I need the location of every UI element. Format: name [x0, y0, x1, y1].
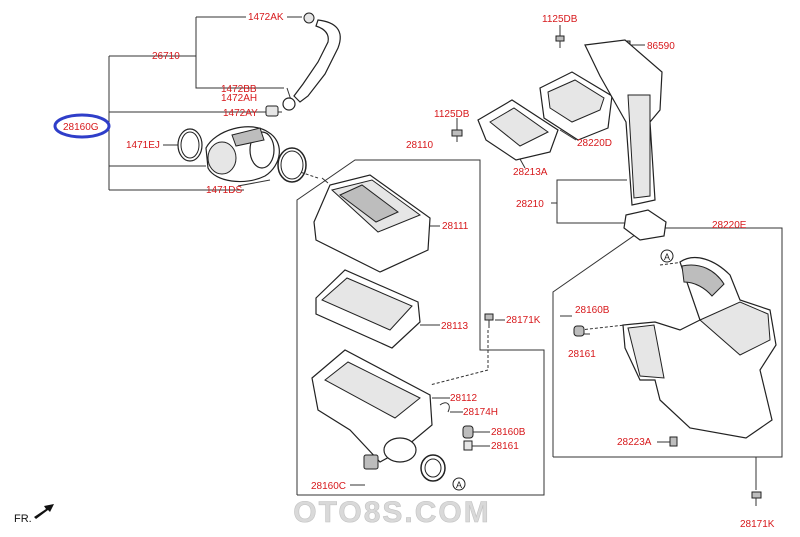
bracket-28213a: [477, 99, 559, 161]
clamp-1471ej: [177, 128, 203, 162]
label-28160c: 28160C: [311, 481, 346, 492]
leader-lines: [108, 16, 783, 496]
front-arrow-icon: [34, 504, 54, 519]
grommet-28160b-right: [573, 325, 585, 337]
reference-marker-a-upper: A: [660, 249, 674, 263]
label-28160b-right: 28160B: [575, 305, 610, 316]
label-28113: 28113: [441, 321, 469, 332]
label-1472ah: 1472AH: [221, 93, 257, 104]
case-28112: [311, 349, 433, 470]
label-28161-left: 28161: [491, 441, 519, 452]
front-direction-indicator: FR.: [14, 504, 54, 525]
collar-28161-left: [463, 440, 473, 451]
label-28171k-right: 28171K: [740, 519, 775, 530]
label-1472ak: 1472AK: [248, 12, 284, 23]
label-1472bb: 1472BB: [221, 84, 257, 95]
part-labels: 1472AK 26710 1472BB 1472AH 1472AY 28160G…: [53, 12, 775, 530]
clip-28174h: [439, 402, 450, 413]
bolt-1125db-left: [451, 129, 463, 142]
label-1125db-left: 1125DB: [434, 109, 470, 120]
label-28220d: 28220D: [577, 138, 612, 149]
filter-28113: [315, 269, 421, 349]
label-28174h: 28174H: [463, 407, 498, 418]
cover-28111: [313, 174, 431, 273]
label-28111: 28111: [442, 221, 469, 232]
label-28223a: 28223A: [617, 437, 652, 448]
label-28112: 28112: [450, 393, 478, 404]
label-28110: 28110: [406, 140, 434, 151]
label-28220e: 28220E: [712, 220, 747, 231]
intake-duct-28160g: [205, 126, 280, 183]
label-1471ej: 1471EJ: [126, 140, 160, 151]
front-label: FR.: [14, 513, 32, 525]
bolt-28171k-right: [751, 491, 762, 506]
reference-marker-a-lower: A: [452, 477, 466, 491]
resonator-assembly-28220e: [622, 257, 777, 439]
hose-26710: [293, 12, 341, 103]
svg-text:A: A: [456, 480, 462, 490]
hose-clamp-lower: [420, 454, 446, 482]
label-86590: 86590: [647, 41, 675, 52]
clamp-1471ds: [277, 147, 307, 183]
svg-text:A: A: [664, 252, 670, 262]
label-28171k-mid: 28171K: [506, 315, 541, 326]
grommet-28160b-left: [462, 425, 474, 439]
label-1125db-top: 1125DB: [542, 14, 578, 25]
label-1471ds: 1471DS: [206, 185, 242, 196]
label-28160g: 28160G: [63, 122, 99, 133]
bolt-28171k-mid: [484, 313, 494, 328]
clamp-1472bb: [282, 97, 296, 111]
label-28213a: 28213A: [513, 167, 548, 178]
label-28210: 28210: [516, 199, 544, 210]
duct-28210: [584, 39, 667, 241]
label-1472ay: 1472AY: [223, 108, 258, 119]
highlight-ring: [53, 113, 111, 139]
label-26710: 26710: [152, 51, 180, 62]
bolt-1125db-top: [555, 35, 565, 48]
label-28161-right: 28161: [568, 349, 596, 360]
bolt-28223a: [669, 436, 678, 447]
resonator-28220d: [539, 71, 613, 141]
sensor-1472ay: [265, 105, 279, 117]
label-28160b-left: 28160B: [491, 427, 526, 438]
watermark: OTO8S.COM: [293, 496, 490, 529]
